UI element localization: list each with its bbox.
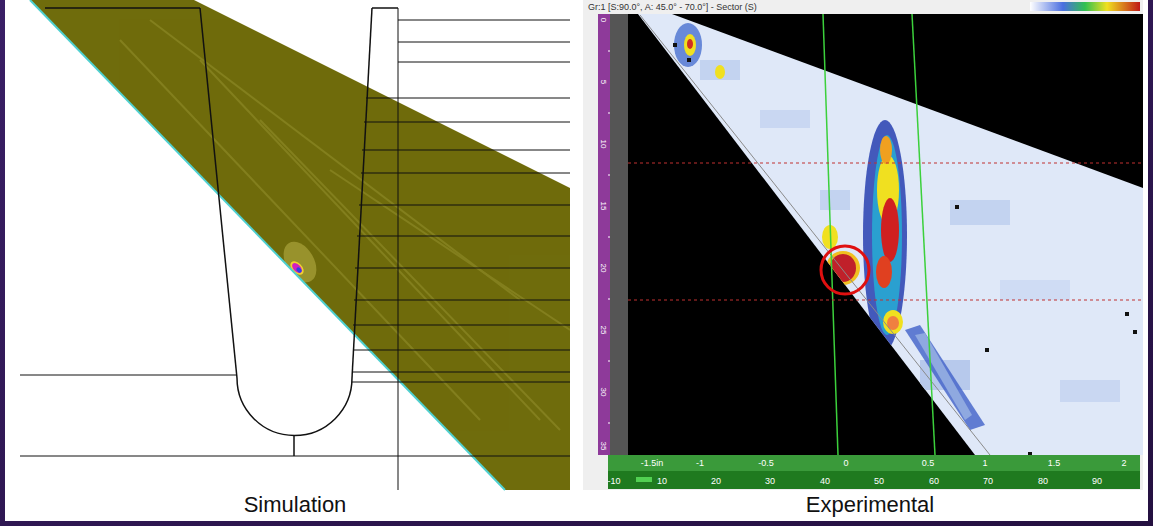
panel-caption: Simulation: [244, 494, 347, 516]
color-scale: [1030, 2, 1140, 11]
depth-tick-label: 25: [599, 326, 607, 335]
scan-title: Gr:1 [S:90.0°, A: 45.0° - 70.0°] - Secto…: [588, 3, 757, 12]
inch-tick-label: -1: [696, 459, 704, 468]
inch-tick-label: 2: [1121, 459, 1126, 468]
mm-tick-label: -10: [607, 477, 620, 486]
scan-background: [628, 14, 1143, 455]
gate-line: [628, 163, 1143, 164]
beam-edge: [30, 0, 505, 490]
weld-groove: [45, 8, 398, 456]
depth-ruler: [598, 14, 610, 455]
beam-streaks: [120, 20, 570, 430]
panel-caption: Experimental: [806, 494, 934, 516]
mm-tick-label: 80: [1038, 477, 1048, 486]
scan-texture: [674, 23, 1120, 430]
depth-tick-label: 20: [599, 264, 607, 273]
scan-reference-line: [640, 15, 990, 455]
ruler-ticks: [608, 51, 610, 423]
defect-circle: [821, 246, 869, 294]
gate-line: [628, 300, 1143, 301]
inch-tick-label: 1.5: [1048, 459, 1061, 468]
depth-tick-label: 30: [599, 388, 607, 397]
groove-overlay-line: [912, 14, 935, 455]
mm-tick-label: 60: [929, 477, 939, 486]
inch-tick-label: 0: [843, 459, 848, 468]
beam-wedge: [30, 0, 570, 490]
inch-tick-label: 0.5: [922, 459, 935, 468]
mm-tick-label: 20: [711, 477, 721, 486]
depth-tick-label: 10: [599, 140, 607, 149]
mm-tick-label: 10: [657, 477, 667, 486]
mm-ruler: [608, 471, 1140, 489]
experimental-panel: [583, 0, 1143, 490]
sector-scan: [638, 14, 1143, 455]
mm-tick-label: 40: [820, 477, 830, 486]
mm-tick-label: 70: [983, 477, 993, 486]
depth-tick-label: 5: [599, 80, 607, 84]
simulation-panel: [20, 0, 570, 490]
depth-tick-label: 35: [599, 442, 607, 451]
inch-tick-label: -1.5in: [641, 459, 664, 468]
mm-tick-label: 30: [765, 477, 775, 486]
white-frame: [5, 0, 1148, 521]
inch-tick-label: -0.5: [758, 459, 774, 468]
scan-dots: [673, 43, 1137, 455]
depth-tick-label: 15: [599, 202, 607, 211]
depth-tick-label: 0: [599, 18, 607, 22]
mm-tick-label: 90: [1092, 477, 1102, 486]
inch-ruler: [608, 455, 1140, 471]
inch-tick-label: 1: [982, 459, 987, 468]
mm-tick-label: 50: [874, 477, 884, 486]
model-grid-lines: [20, 8, 570, 490]
groove-overlay-line: [823, 14, 838, 455]
